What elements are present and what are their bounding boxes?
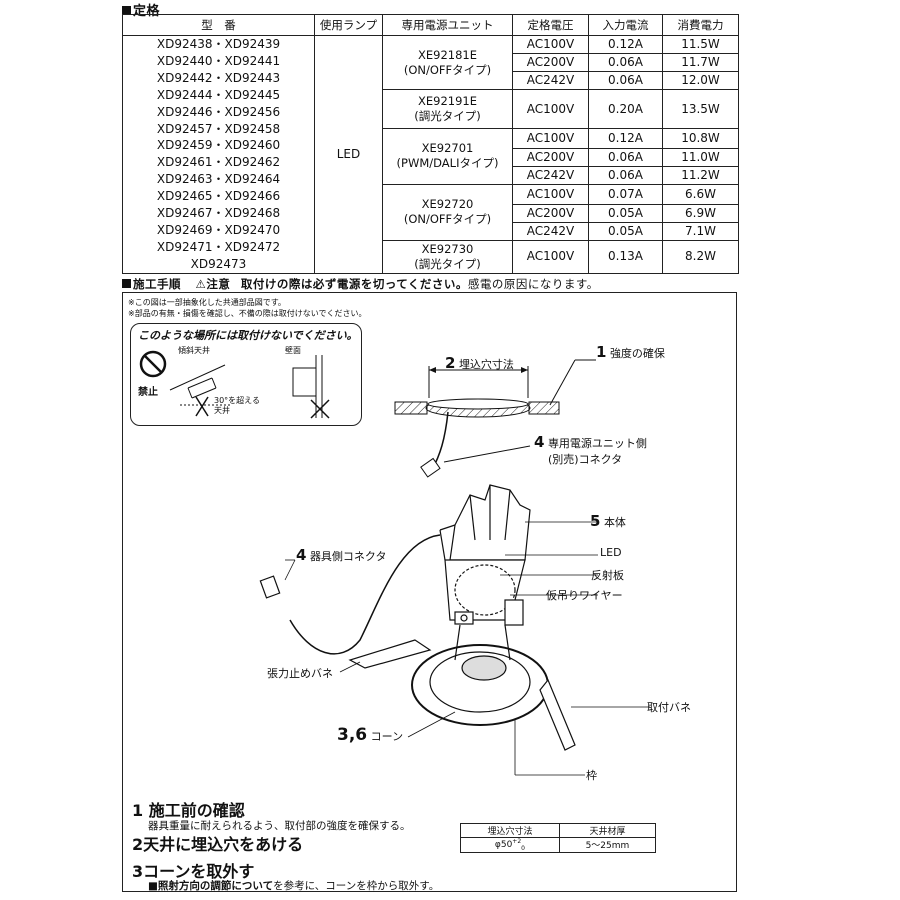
caution-text: 取付けの際は必ず電源を切ってください。 bbox=[240, 277, 468, 291]
ceiling-label: 天井 bbox=[214, 406, 230, 415]
current-cell: 0.20A bbox=[588, 89, 663, 129]
step-1-desc: 器具重量に耐えられるよう、取付部の強度を確保する。 bbox=[148, 820, 411, 832]
unit-name: XE92730 bbox=[421, 241, 474, 256]
voltage-cell: AC242V bbox=[512, 221, 589, 241]
hole-size-table: 埋込穴寸法 天井材厚 φ50+20 5〜25mm bbox=[460, 823, 657, 853]
model-item: XD92442・XD92443 bbox=[156, 70, 281, 85]
current-cell: 0.07A bbox=[588, 183, 663, 205]
wire-label: 仮吊りワイヤー bbox=[546, 589, 623, 602]
model-item: XD92438・XD92439 bbox=[156, 37, 281, 51]
led-label: LED bbox=[600, 546, 622, 559]
step-3-desc: ■照射方向の調節についてを参考に、コーンを枠から取外す。 bbox=[148, 880, 440, 892]
current-cell: 0.06A bbox=[588, 147, 663, 167]
model-item: XD92459・XD92460 bbox=[156, 138, 281, 153]
header-model: 型 番 bbox=[122, 14, 315, 36]
unit-cell: XE92181E (ON/OFFタイプ) bbox=[382, 35, 513, 90]
unit-type: (ON/OFFタイプ) bbox=[403, 62, 492, 77]
unit-cell: XE92191E (調光タイプ) bbox=[382, 89, 513, 129]
unit-name: XE92181E bbox=[418, 47, 477, 62]
step-3-title: 3コーンを取外す bbox=[132, 862, 255, 881]
model-item: XD92467・XD92468 bbox=[156, 206, 281, 221]
thickness-value: 5〜25mm bbox=[558, 837, 657, 853]
hole-header: 埋込穴寸法 bbox=[460, 823, 560, 838]
step-2-title: 2天井に埋込穴をあける bbox=[132, 835, 304, 854]
header-lamp: 使用ランプ bbox=[314, 14, 383, 36]
voltage-cell: AC242V bbox=[512, 165, 589, 185]
prohibit-icon bbox=[139, 350, 167, 378]
voltage-cell: AC100V bbox=[512, 239, 589, 274]
fixture-connector-label: 4 器具側コネクタ bbox=[296, 546, 387, 564]
prohibit-label: 禁止 bbox=[138, 387, 158, 398]
lamp-cell: LED bbox=[314, 35, 383, 274]
frame-label: 枠 bbox=[586, 769, 597, 782]
unit-cell: XE92730 (調光タイプ) bbox=[382, 239, 513, 274]
procedure-section-title: 施工手順 ⚠注意 取付けの際は必ず電源を切ってください。感電の原因になります。 bbox=[122, 276, 599, 292]
unit-name: XE92191E bbox=[418, 94, 477, 108]
model-item: XD92463・XD92464 bbox=[156, 172, 281, 187]
unit-connector-label: 4 専用電源ユニット側(別売)コネクタ bbox=[534, 433, 647, 466]
model-item: XD92465・XD92466 bbox=[156, 189, 281, 204]
unit-connector bbox=[420, 411, 531, 478]
ceiling-section bbox=[394, 359, 596, 418]
strength-label: 1 強度の確保 bbox=[596, 343, 665, 361]
spec-header-row: 型 番 使用ランプ 専用電源ユニット 定格電圧 入力電流 消費電力 bbox=[122, 14, 739, 36]
unit-type: (PWM/DALIタイプ) bbox=[396, 156, 499, 171]
warning-title: このような場所には取付けないでください。 bbox=[138, 329, 358, 342]
caution-icon: ⚠ bbox=[195, 277, 207, 291]
reflector-label: 反射板 bbox=[591, 569, 624, 582]
warning-box bbox=[130, 323, 362, 426]
unit-type: (調光タイプ) bbox=[414, 256, 481, 271]
procedure-box bbox=[122, 292, 737, 892]
hole-value: φ50+20 bbox=[460, 837, 560, 853]
model-item: XD92457・XD92458 bbox=[156, 121, 281, 136]
current-cell: 0.06A bbox=[588, 165, 663, 185]
slope-ceiling-sketch bbox=[169, 364, 230, 417]
body-label: 5 本体 bbox=[590, 512, 626, 530]
slope-ceiling-label: 傾斜天井 bbox=[178, 346, 210, 355]
unit-cell: XE92701 (PWM/DALIタイプ) bbox=[382, 128, 513, 185]
unit-name: XE92720 bbox=[421, 197, 474, 212]
model-item: XD92473 bbox=[190, 256, 247, 271]
current-cell: 0.05A bbox=[588, 221, 663, 241]
unit-cell: XE92720 (ON/OFFタイプ) bbox=[382, 183, 513, 241]
current-cell: 0.12A bbox=[588, 128, 663, 149]
wall-sketch bbox=[292, 355, 330, 419]
power-cell: 13.5W bbox=[662, 89, 739, 129]
current-cell: 0.13A bbox=[588, 239, 663, 274]
model-item: XD92440・XD92441 bbox=[156, 53, 281, 68]
model-item: XD92444・XD92445 bbox=[156, 87, 281, 102]
model-item: XD92469・XD92470 bbox=[156, 222, 281, 237]
power-cell: 11.2W bbox=[662, 165, 739, 185]
thickness-header: 天井材厚 bbox=[558, 823, 657, 838]
power-cell: 8.2W bbox=[662, 239, 739, 274]
spec-table: 型 番 使用ランプ 専用電源ユニット 定格電圧 入力電流 消費電力 XD9243… bbox=[122, 14, 739, 274]
model-item: XD92461・XD92462 bbox=[156, 155, 281, 170]
unit-type: (調光タイプ) bbox=[414, 109, 481, 123]
hole-size-label: 2 埋込穴寸法 bbox=[445, 354, 514, 372]
wall-label: 壁面 bbox=[285, 346, 301, 355]
power-cell: 10.8W bbox=[662, 128, 739, 149]
model-item: XD92471・XD92472 bbox=[156, 239, 281, 254]
caution-tail: 感電の原因になります。 bbox=[467, 277, 599, 291]
luminaire-body bbox=[259, 484, 576, 751]
note-line: ※この図は一部抽象化した共通部品図です。 bbox=[128, 298, 286, 307]
unit-name: XE92701 bbox=[421, 141, 474, 156]
tension-spring-label: 張力止めバネ bbox=[267, 667, 333, 680]
caution-label: 注意 bbox=[206, 277, 231, 291]
model-item: XD92446・XD92456 bbox=[156, 104, 281, 119]
model-list-cell: XD92438・XD92439 XD92440・XD92441 XD92442・… bbox=[122, 35, 315, 274]
voltage-cell: AC100V bbox=[512, 89, 589, 129]
step-1-title: 1 施工前の確認 bbox=[132, 801, 245, 820]
leader-lines bbox=[284, 521, 650, 776]
header-unit: 専用電源ユニット bbox=[382, 14, 513, 36]
cone-label: 3,6 コーン bbox=[337, 725, 404, 745]
mount-spring-label: 取付バネ bbox=[647, 701, 691, 714]
unit-type: (ON/OFFタイプ) bbox=[403, 212, 492, 227]
power-cell: 11.5W bbox=[662, 35, 739, 54]
over30-label: 30°を超える bbox=[214, 396, 260, 405]
note-line: ※部品の有無・損傷を確認し、不備の際は取付けないでください。 bbox=[128, 309, 367, 318]
